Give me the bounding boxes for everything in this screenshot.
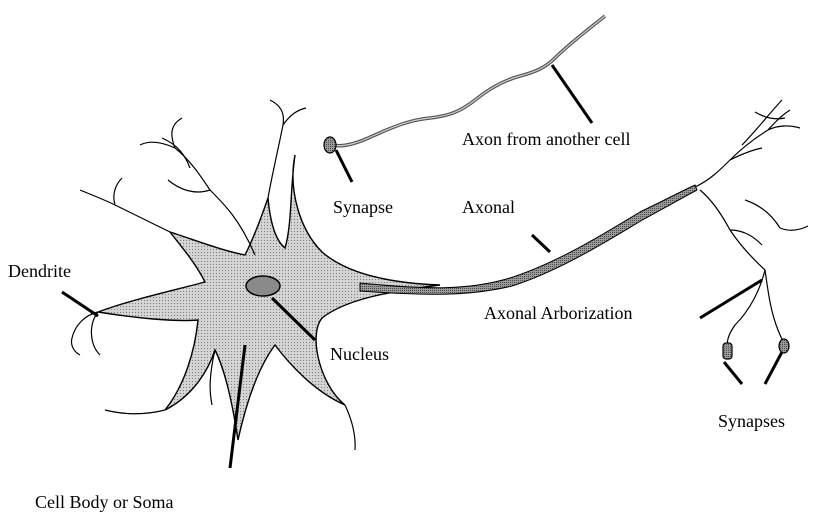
pointer-synapses-right: [765, 352, 782, 384]
axon-arborization: [695, 100, 808, 350]
pointer-axon-from-another-cell: [552, 65, 592, 123]
label-axonal: Axonal: [462, 198, 515, 216]
pointer-synapses-left: [724, 362, 742, 384]
synapse-terminal-left: [723, 343, 732, 359]
pointer-dendrite: [62, 292, 98, 316]
label-synapse: Synapse: [333, 198, 393, 216]
synapse-knob: [324, 137, 336, 153]
pointer-axonal: [532, 235, 550, 252]
label-axonal-arborization: Axonal Arborization: [484, 304, 632, 322]
pointer-synapse: [336, 150, 352, 182]
label-cell-body: Cell Body or Soma: [35, 493, 174, 511]
label-axon-from-another-cell: Axon from another cell: [462, 130, 630, 148]
label-nucleus: Nucleus: [330, 345, 389, 363]
pointer-arborization: [700, 280, 762, 318]
nucleus-shape: [246, 276, 280, 296]
label-synapses: Synapses: [718, 412, 785, 430]
axon-shape: [360, 185, 697, 294]
synapse-terminal-right: [779, 339, 789, 353]
label-dendrite: Dendrite: [8, 262, 71, 280]
